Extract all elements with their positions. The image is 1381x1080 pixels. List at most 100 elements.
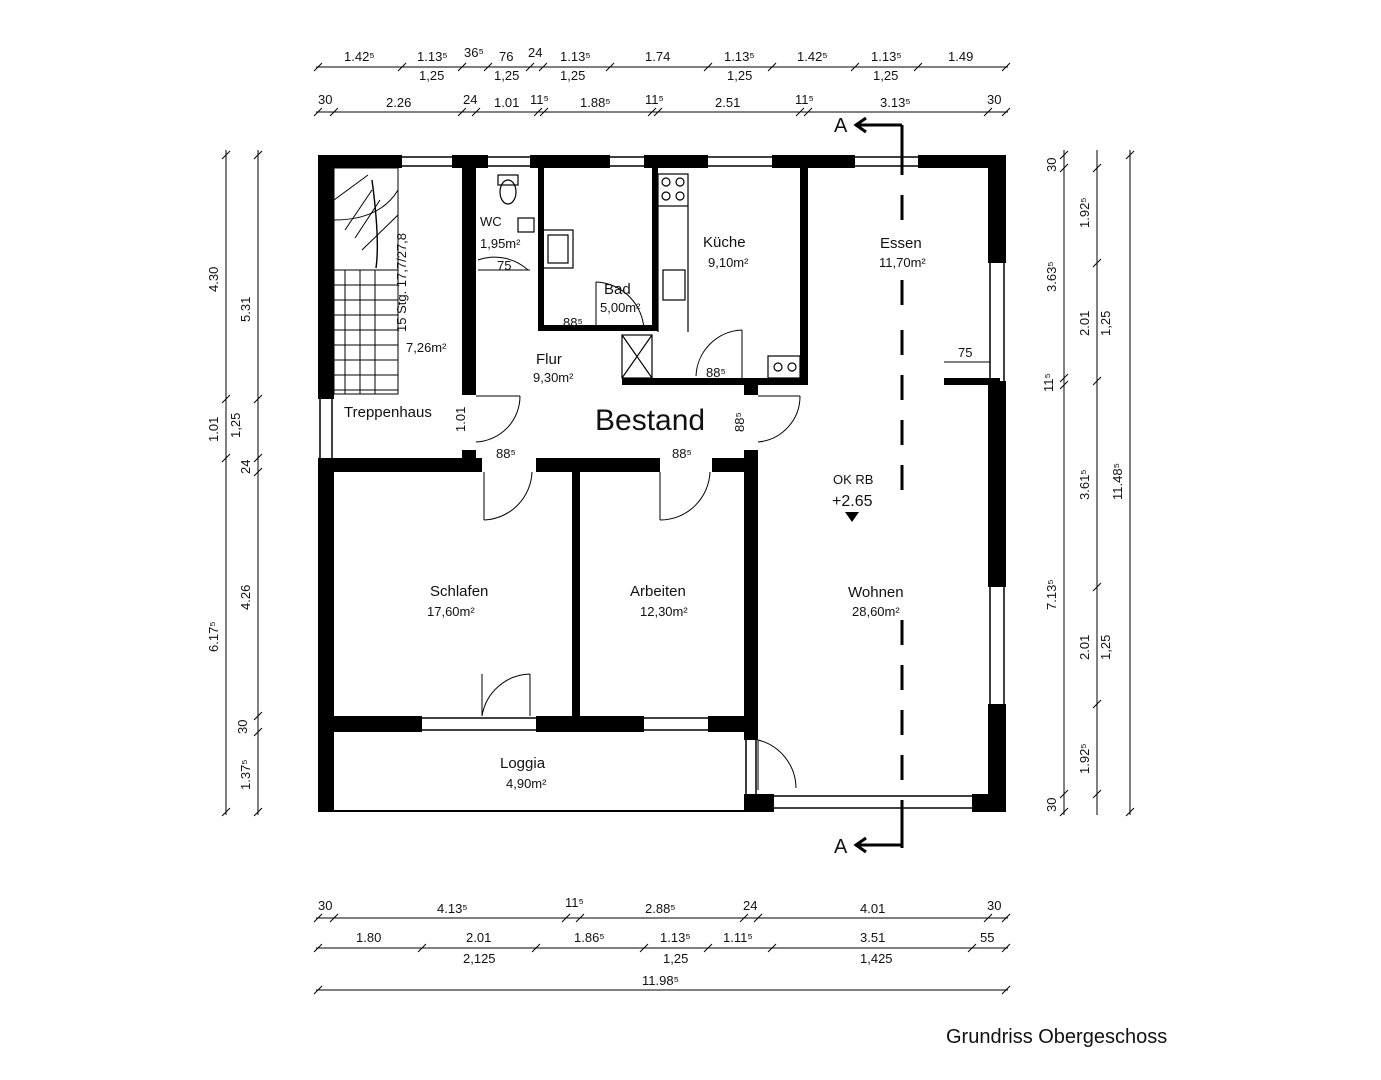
doors bbox=[475, 256, 801, 790]
dim-left: 4.30 1.01 6.17⁵ 5.31 1,25 24 4.26 30 1.3… bbox=[206, 267, 253, 790]
room-name-bad: Bad bbox=[604, 281, 631, 298]
room-name-schlafen: Schlafen bbox=[430, 583, 488, 600]
dim-label: 24 bbox=[463, 92, 477, 107]
dim-label: 2.01 bbox=[1077, 635, 1092, 660]
dim-label: 1.13⁵ bbox=[724, 49, 755, 64]
dimension-tick bbox=[1059, 807, 1069, 817]
section-line bbox=[853, 116, 904, 854]
dimension-tick bbox=[457, 107, 467, 117]
room-name-wohnen: Wohnen bbox=[848, 584, 904, 601]
dimension-tick bbox=[525, 62, 535, 72]
fixtures bbox=[497, 173, 801, 379]
dim-label: 1,25 bbox=[228, 413, 243, 438]
dim-label: 3.61⁵ bbox=[1077, 469, 1092, 500]
room-area-loggia: 4,90m² bbox=[506, 776, 547, 791]
plan-title: Grundriss Obergeschoss bbox=[946, 1026, 1167, 1048]
dim-label: 1.01 bbox=[206, 417, 221, 442]
dimension-tick bbox=[1092, 699, 1102, 709]
dimension-tick bbox=[913, 62, 923, 72]
room-area-treppenhaus: 7,26m² bbox=[406, 340, 447, 355]
dim-label: 76 bbox=[499, 49, 513, 64]
dim-top-row-1: 1.42⁵ 1.13⁵ 36⁵ 76 24 1.13⁵ 1.74 1.13⁵ 1… bbox=[344, 45, 973, 83]
dimension-tick bbox=[253, 394, 263, 404]
dim-label: 1.42⁵ bbox=[344, 49, 375, 64]
room-name-kueche: Küche bbox=[703, 234, 746, 251]
dimension-tick bbox=[983, 913, 993, 923]
section-marker-bottom: A bbox=[834, 836, 848, 858]
dim-label: 1.37⁵ bbox=[238, 759, 253, 790]
bestand-stamp: Bestand bbox=[595, 404, 705, 437]
room-area-wohnen: 28,60m² bbox=[852, 604, 900, 619]
room-name-treppenhaus: Treppenhaus bbox=[344, 404, 432, 421]
dimension-tick bbox=[483, 62, 493, 72]
dim-label: 30 bbox=[318, 92, 332, 107]
dimension-tick bbox=[221, 453, 231, 463]
dimension-tick bbox=[397, 62, 407, 72]
dimension-tick bbox=[313, 943, 323, 953]
dim-interior: 1.01 bbox=[453, 407, 468, 432]
dimension-tick bbox=[253, 150, 263, 160]
dimension-tick bbox=[1059, 380, 1069, 390]
dim-label: 11.48⁵ bbox=[1110, 463, 1125, 500]
dimension-tick bbox=[850, 62, 860, 72]
dimension-tick bbox=[703, 62, 713, 72]
dim-label: 30 bbox=[987, 92, 1001, 107]
dim-top-row-2: 30 2.26 24 1.01 11⁵ 1.88⁵ 11⁵ 2.51 11⁵ 3… bbox=[318, 92, 1001, 110]
dim-label: 24 bbox=[238, 460, 253, 474]
dim-label: 3.51 bbox=[860, 930, 885, 945]
level-value: +2.65 bbox=[832, 493, 873, 510]
dim-label: 11⁵ bbox=[795, 92, 814, 107]
dim-label: 1.80 bbox=[356, 930, 381, 945]
dimension-tick bbox=[1125, 150, 1135, 160]
dimension-tick bbox=[703, 943, 713, 953]
dim-total: 11.98⁵ bbox=[642, 973, 679, 988]
dim-label: 3.63⁵ bbox=[1044, 261, 1059, 292]
dim-label: 2.01 bbox=[1077, 311, 1092, 336]
room-area-kueche: 9,10m² bbox=[708, 255, 749, 270]
dim-label: 30 bbox=[987, 898, 1001, 913]
dimension-tick bbox=[1001, 985, 1011, 995]
dimension-tick bbox=[253, 727, 263, 737]
dim-label: 1,25 bbox=[1098, 635, 1113, 660]
room-name-flur: Flur bbox=[536, 351, 562, 368]
dim-label: 1.92⁵ bbox=[1077, 743, 1092, 774]
dimension-tick bbox=[539, 107, 549, 117]
dimension-tick bbox=[795, 107, 805, 117]
stairs-label: 15 Stg. 17,7/27,8 bbox=[394, 233, 409, 332]
dimension-tick bbox=[531, 943, 541, 953]
dimension-tick bbox=[1092, 376, 1102, 386]
room-area-arbeiten: 12,30m² bbox=[640, 604, 688, 619]
room-area-wc: 1,95m² bbox=[480, 236, 521, 251]
dimension-tick bbox=[1092, 163, 1102, 173]
dimension-tick bbox=[471, 107, 481, 117]
dim-label: 30 bbox=[235, 720, 250, 734]
dim-label: 1.49 bbox=[948, 49, 973, 64]
dim-label: 11⁵ bbox=[530, 92, 549, 107]
dimension-tick bbox=[1001, 62, 1011, 72]
dimension-ticks bbox=[221, 62, 1135, 995]
dimension-tick bbox=[967, 943, 977, 953]
dim-interior: 88⁵ bbox=[732, 412, 747, 432]
room-area-essen: 11,70m² bbox=[879, 255, 926, 270]
dimension-tick bbox=[575, 913, 585, 923]
dimension-tick bbox=[313, 107, 323, 117]
dim-sub-label: 1,25 bbox=[873, 68, 898, 83]
dimension-tick bbox=[739, 913, 749, 923]
dimension-tick bbox=[1059, 163, 1069, 173]
room-name-loggia: Loggia bbox=[500, 755, 546, 772]
dimension-tick bbox=[767, 943, 777, 953]
dim-label: 7.13⁵ bbox=[1044, 579, 1059, 610]
dim-label: 1.11⁵ bbox=[723, 930, 753, 945]
dim-interior: 88⁵ bbox=[672, 446, 692, 461]
dimension-tick bbox=[1059, 789, 1069, 799]
dimension-lines bbox=[225, 66, 1131, 991]
dim-bottom: 30 4.13⁵ 11⁵ 2.88⁵ 24 4.01 30 1.80 2.01 … bbox=[318, 895, 1001, 988]
room-labels: Treppenhaus 7,26m² WC 1,95m² Bad 5,00m² … bbox=[344, 214, 926, 791]
room-name-arbeiten: Arbeiten bbox=[630, 583, 686, 600]
dim-label: 1.13⁵ bbox=[871, 49, 902, 64]
room-area-flur: 9,30m² bbox=[533, 370, 574, 385]
dim-label: 2.26 bbox=[386, 95, 411, 110]
dimension-tick bbox=[1059, 373, 1069, 383]
dim-label: 1.13⁵ bbox=[560, 49, 591, 64]
dimension-tick bbox=[1092, 582, 1102, 592]
